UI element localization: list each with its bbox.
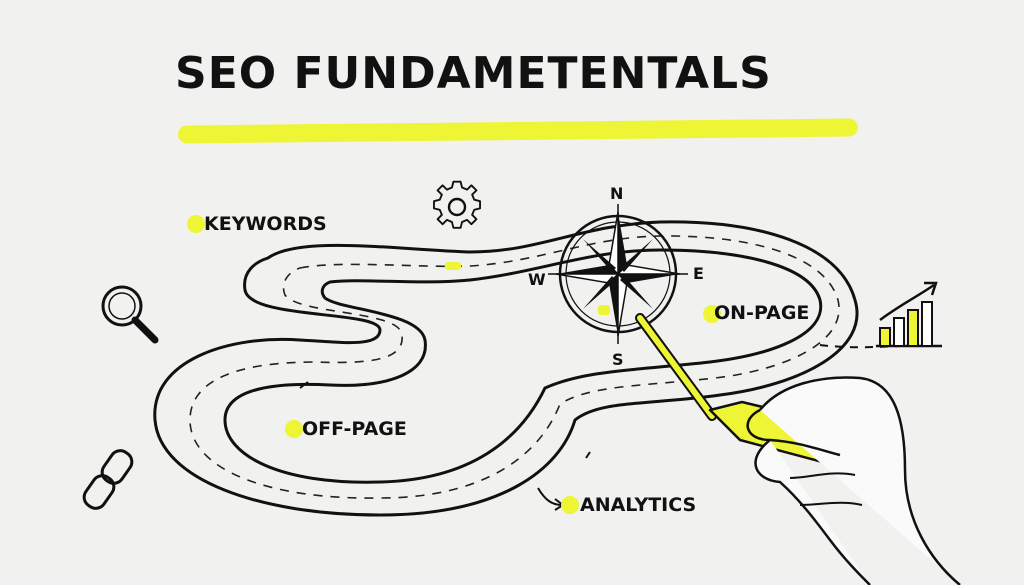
bar-chart-trend-icon: [876, 281, 942, 348]
compass-rose-icon: [548, 204, 688, 344]
compass-e: E: [693, 264, 704, 283]
compass-s: S: [612, 350, 624, 369]
hand-icon: [746, 376, 961, 585]
road-inner-edge: [223, 248, 823, 484]
road-center-line: [189, 235, 840, 499]
compass-n: N: [610, 184, 624, 203]
compass-w: W: [528, 270, 546, 289]
chain-link-icon: [82, 449, 134, 510]
keywords-dot: [187, 215, 205, 233]
analytics-arrow: [537, 487, 563, 506]
label-analytics: ANALYTICS: [580, 494, 697, 516]
road-highlight-mark: [598, 305, 610, 315]
label-on-page: ON-PAGE: [714, 302, 810, 324]
gear-icon: [433, 180, 481, 229]
analytics-dot: [561, 496, 579, 514]
label-off-page: OFF-PAGE: [302, 418, 407, 440]
magnifier-icon: [101, 285, 159, 344]
road-highlight-mark: [445, 262, 461, 270]
page-title: SEO FUNDAMETENTALS: [175, 48, 772, 99]
on-page-dot: [703, 305, 721, 323]
label-keywords: KEYWORDS: [204, 213, 327, 235]
road-tick: [299, 381, 309, 389]
road-tick: [585, 451, 591, 459]
road-outer-edge: [153, 220, 859, 517]
off-page-dot: [285, 420, 303, 438]
